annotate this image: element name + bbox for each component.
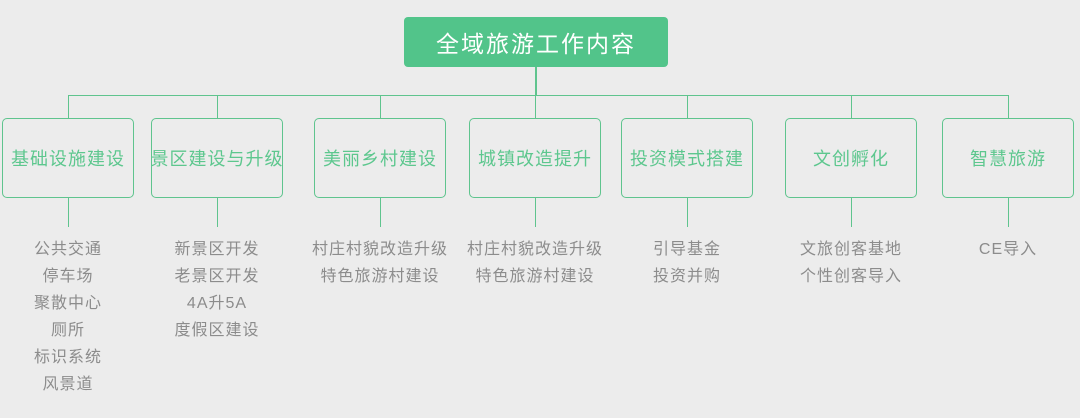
- branch-node: 城镇改造提升: [469, 118, 601, 198]
- leaf-list: 公共交通停车场聚散中心厕所标识系统风景道: [34, 236, 102, 398]
- leaf-list: CE导入: [979, 236, 1037, 263]
- connector-branch-top: [1008, 95, 1009, 119]
- leaf-list: 新景区开发老景区开发 4A升5A 度假区建设: [174, 236, 259, 344]
- connector-branch-top: [687, 95, 688, 119]
- leaf-item: 老景区开发: [174, 268, 260, 285]
- leaf-item: 村庄村貌改造升级: [466, 241, 604, 258]
- branch-node: 投资模式搭建: [621, 118, 753, 198]
- leaf-item: 停车场: [42, 268, 94, 285]
- connector-branch-top: [380, 95, 381, 119]
- branch-node-label: 智慧旅游: [970, 149, 1046, 169]
- leaf-item: 投资并购: [652, 268, 722, 285]
- branch-node-label: 基础设施建设: [11, 149, 125, 169]
- leaf-item: 标识系统: [33, 349, 103, 366]
- leaf-item: 新景区开发: [174, 241, 260, 258]
- connector-branch-top: [217, 95, 218, 119]
- branch-node: 美丽乡村建设: [314, 118, 446, 198]
- connector-branch-bottom: [851, 198, 852, 227]
- connector-branch-bottom: [380, 198, 381, 227]
- connector-bus: [68, 95, 1009, 96]
- connector-branch-bottom: [68, 198, 69, 227]
- leaf-item: 4A升5A: [186, 295, 248, 312]
- leaf-list: 文旅创客基地个性创客导入: [800, 236, 902, 290]
- branch-node-label: 景区建设与升级: [150, 149, 284, 169]
- connector-branch-bottom: [687, 198, 688, 227]
- leaf-item: 引导基金: [652, 241, 722, 258]
- branch-node: 景区建设与升级: [151, 118, 283, 198]
- connector-branch-bottom: [1008, 198, 1009, 227]
- root-node-label: 全域旅游工作内容: [436, 31, 636, 57]
- leaf-item: 度假区建设: [174, 322, 260, 339]
- connector-root-drop: [535, 67, 537, 96]
- leaf-item: 村庄村貌改造升级: [311, 241, 449, 258]
- connector-branch-bottom: [535, 198, 536, 227]
- branch-node: 文创孵化: [785, 118, 917, 198]
- leaf-item: CE导入: [978, 241, 1038, 258]
- branch-node-label: 投资模式搭建: [630, 149, 744, 169]
- leaf-item: 聚散中心: [33, 295, 103, 312]
- branch-node-label: 城镇改造提升: [478, 149, 592, 169]
- connector-branch-top: [851, 95, 852, 119]
- leaf-item: 文旅创客基地: [799, 241, 903, 258]
- connector-branch-top: [68, 95, 69, 119]
- leaf-item: 风景道: [42, 376, 94, 393]
- branch-node-label: 文创孵化: [813, 149, 889, 169]
- leaf-item: 特色旅游村建设: [475, 268, 595, 285]
- branch-node: 智慧旅游: [942, 118, 1074, 198]
- connector-branch-bottom: [217, 198, 218, 227]
- leaf-item: 公共交通: [33, 241, 103, 258]
- leaf-item: 特色旅游村建设: [320, 268, 440, 285]
- leaf-item: 个性创客导入: [799, 268, 903, 285]
- leaf-list: 引导基金投资并购: [653, 236, 721, 290]
- branch-node: 基础设施建设: [2, 118, 134, 198]
- leaf-list: 村庄村貌改造升级特色旅游村建设: [312, 236, 448, 290]
- connector-branch-top: [535, 95, 536, 119]
- root-node: 全域旅游工作内容: [404, 17, 668, 67]
- leaf-list: 村庄村貌改造升级特色旅游村建设: [467, 236, 603, 290]
- branch-node-label: 美丽乡村建设: [323, 149, 437, 169]
- leaf-item: 厕所: [50, 322, 86, 339]
